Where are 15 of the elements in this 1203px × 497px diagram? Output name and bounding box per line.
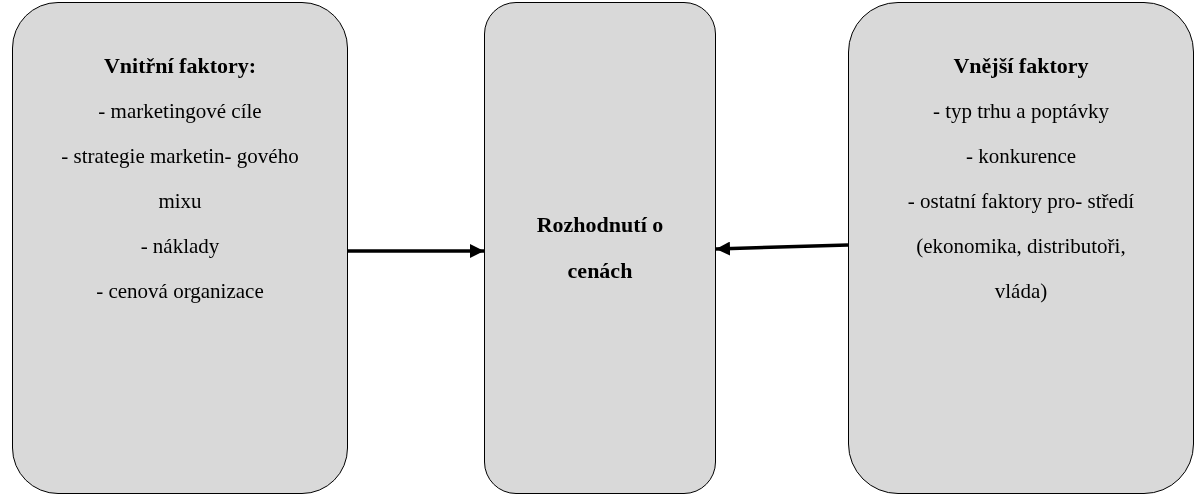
box-heading: Rozhodnutí o cenách [535,211,665,285]
rounded-box [12,2,348,494]
list-item: - ostatní faktory pro- středí (ekonomika, distributoři, vláda) [906,188,1136,305]
list-item: - marketingové cíle [97,98,263,125]
list-item: - cenová organizace [95,278,265,305]
box-heading: Vnější faktory [953,52,1089,80]
arrow [715,241,849,256]
box-heading: Vnitřní faktory: [103,52,257,80]
list-item: - náklady [139,233,221,260]
list-item: - typ trhu a poptávky [931,98,1111,125]
arrow [348,244,484,258]
rounded-box [484,2,716,494]
list-item: - konkurence [964,143,1078,170]
list-item: - strategie marketin- gového mixu [60,143,300,215]
rounded-box [848,2,1194,494]
